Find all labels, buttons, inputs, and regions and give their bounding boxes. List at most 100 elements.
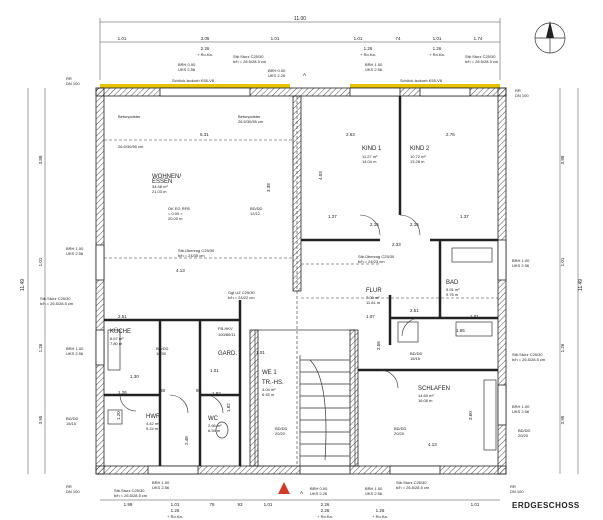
room-kind2-name: KIND 2 bbox=[410, 146, 430, 152]
room-hwr-area2: 9.24 m bbox=[146, 426, 159, 431]
inner-dim-8: 1.37 bbox=[328, 214, 337, 219]
room-flur-area2: 11.81 m bbox=[366, 300, 381, 305]
bottom-seg-3: 76 bbox=[209, 502, 215, 507]
inner-dim-13: 1.85 bbox=[456, 328, 465, 333]
room-wohnen-name: WOHNEN/ESSEN bbox=[152, 174, 181, 185]
inner-dim-3: 2.76 bbox=[446, 132, 455, 137]
right-dimension-chain: 11.49 3.88 1.01 1.26 3.95 bbox=[559, 88, 584, 474]
top-seg-1: 1.01 bbox=[118, 36, 127, 41]
room-bad-area: 5.91 m² bbox=[446, 287, 460, 292]
room-schlafen-area2: 16.06 m bbox=[418, 398, 433, 403]
room-hwr-area: 4.42 m² bbox=[146, 421, 160, 426]
inner-dim-19: 2.56 bbox=[376, 341, 381, 350]
room-kind2-area2: 13.28 m bbox=[410, 159, 425, 164]
kitchen-counter-icon bbox=[107, 329, 121, 371]
room-bad-name: BAD bbox=[446, 280, 459, 286]
ok-eg-level: OK EG RFB= 0.00 =20.00 m bbox=[168, 206, 190, 221]
inner-dim-9: 1.37 bbox=[460, 214, 469, 219]
left-part-4: 3.95 bbox=[38, 415, 43, 424]
inner-dim-18: 1.82 bbox=[212, 391, 221, 396]
room-wc-name: WC bbox=[208, 416, 219, 422]
outer-walls bbox=[95, 87, 507, 475]
room-kueche-name: KÜCHE bbox=[110, 328, 131, 335]
inner-dim-21: 1.82 bbox=[226, 403, 231, 412]
room-wohnen-area2: 21.03 m bbox=[152, 189, 167, 194]
bottom-seg-6: 2.26 bbox=[321, 502, 330, 507]
bottom-opening-2-sub: + Ro.Ka. bbox=[372, 514, 388, 519]
inner-dim-25: 1.20 bbox=[116, 411, 121, 420]
right-part-1: 3.88 bbox=[560, 155, 565, 164]
washbasin-icon bbox=[455, 321, 493, 337]
inner-dim-28: 88 bbox=[160, 388, 166, 393]
room-wohnen-area: 34.48 m² bbox=[152, 184, 168, 189]
room-flur-name: FLUR bbox=[366, 288, 382, 294]
top-seg-5: 74 bbox=[395, 36, 401, 41]
top-opening-2-sub: + Ro.Ka. bbox=[360, 52, 376, 57]
top-opening-3: 1.26 bbox=[433, 46, 442, 51]
top-dimension-chain: 11.00 1.01 3.05 1.01 1.01 74 1.01 1.74 2… bbox=[99, 16, 501, 80]
top-seg-3: 1.01 bbox=[271, 36, 280, 41]
inner-dim-10: 2.16 bbox=[370, 222, 379, 227]
room-flur-area: 7.00 m² bbox=[366, 295, 380, 300]
interior-walls bbox=[104, 95, 498, 467]
inner-dim-23: 4.13 bbox=[428, 442, 437, 447]
room-wc-area2: 6.54 m bbox=[208, 428, 221, 433]
beam-lines bbox=[104, 96, 498, 466]
room-hwr-name: HWR bbox=[146, 414, 161, 420]
staircase bbox=[299, 355, 350, 466]
schoeck-right: Schöck-Isokorb K55-V8 bbox=[400, 78, 443, 83]
left-part-1: 3.88 bbox=[38, 155, 43, 164]
room-bad-area2: 9.76 m bbox=[446, 292, 459, 297]
inner-dim-15: 1.01 bbox=[256, 350, 265, 355]
bathtub-icon bbox=[451, 247, 493, 263]
inner-dim-24: 3.60 bbox=[468, 411, 473, 420]
inner-dim-11: 2.33 bbox=[392, 242, 401, 247]
inner-dim-1: 5.31 bbox=[200, 132, 209, 137]
overall-height-left: 11.49 bbox=[20, 279, 26, 291]
inner-dim-2: 2.63 bbox=[346, 132, 355, 137]
entrance-arrow-icon bbox=[278, 482, 290, 494]
room-schlafen-name: SCHLAFEN bbox=[418, 386, 450, 392]
room-kind2-area: 10.72 m² bbox=[410, 154, 426, 159]
right-part-4: 3.95 bbox=[560, 415, 565, 424]
room-we1-name: WE 1 bbox=[262, 370, 277, 376]
inner-dim-27: 1.01 bbox=[210, 368, 219, 373]
bottom-seg-5: 1.01 bbox=[264, 502, 273, 507]
bottom-seg-7: 1.01 bbox=[471, 502, 480, 507]
betonpolster-label: Betonpolster bbox=[118, 114, 141, 119]
section-marker-bottom: A bbox=[300, 490, 303, 495]
room-trhs-area2: 6.45 m bbox=[262, 392, 275, 397]
inner-dim-14: 2.51 bbox=[410, 308, 419, 313]
inner-dim-16: 1.07 bbox=[366, 314, 375, 319]
top-seg-7: 1.74 bbox=[474, 36, 483, 41]
inner-dim-6: 4.03 bbox=[318, 171, 323, 180]
top-seg-6: 1.01 bbox=[433, 36, 442, 41]
bottom-opening-3-sub: + Ro.Ka. bbox=[317, 514, 333, 519]
schoeck-left: Schöck-Isokorb K55-V8 bbox=[172, 78, 215, 83]
room-schlafen-area: 14.60 m² bbox=[418, 393, 434, 398]
balcony-strip-left bbox=[100, 84, 290, 88]
bottom-seg-2: 1.01 bbox=[171, 502, 180, 507]
room-labels: WOHNEN/ESSEN 34.48 m² 21.03 m KIND 1 11.… bbox=[110, 146, 460, 433]
